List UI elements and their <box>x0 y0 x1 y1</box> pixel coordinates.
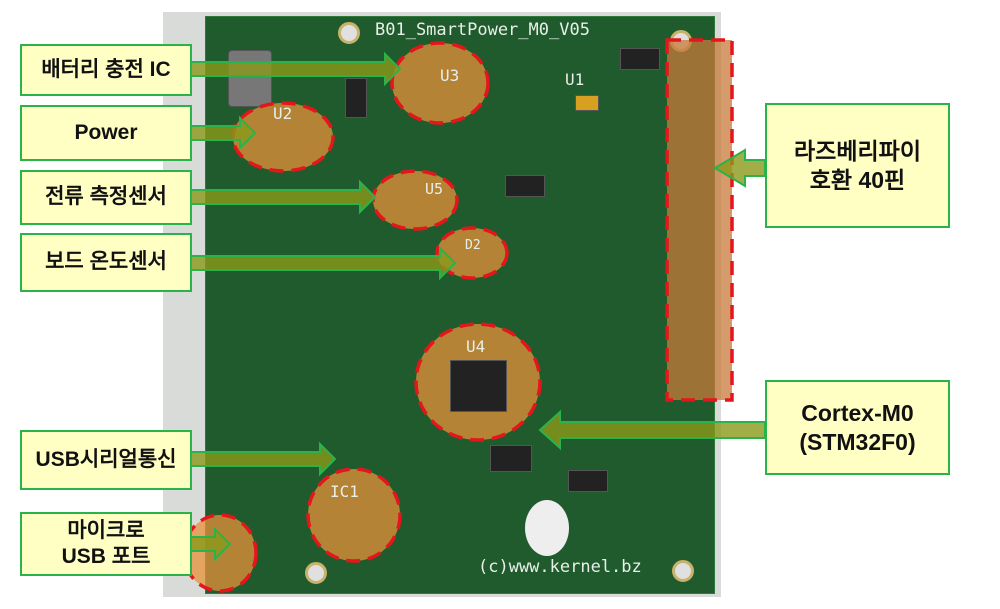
label-u4: U4 <box>466 337 486 356</box>
label-battery-charge-ic: 배터리 충전 IC <box>20 44 192 96</box>
inductor <box>228 50 272 107</box>
label-board-temp-sensor: 보드 온도센서 <box>20 233 192 292</box>
arrow-current <box>189 179 377 215</box>
label-u3: U3 <box>440 66 460 85</box>
label-rpi-header: 라즈베리파이 호환 40핀 <box>765 103 950 228</box>
label-u2: U2 <box>273 104 293 123</box>
board-copyright: (c)www.kernel.bz <box>478 557 642 577</box>
diode-d9 <box>505 175 545 197</box>
mcu-chip <box>450 360 507 412</box>
arrow-header <box>713 148 766 188</box>
arrow-battery <box>189 51 402 87</box>
arrow-mcu <box>538 409 766 451</box>
arrow-temp <box>189 245 457 281</box>
label-ic1: IC1 <box>330 482 359 501</box>
label-u1: U1 <box>565 70 585 89</box>
highlight-u5 <box>371 169 459 231</box>
mount-hole <box>338 22 360 44</box>
arrow-micro-usb <box>189 526 232 562</box>
logo <box>525 500 569 556</box>
highlight-40pin-header <box>665 38 734 402</box>
highlight-d2 <box>435 226 509 280</box>
highlight-u3 <box>390 41 490 125</box>
label-current-sensor: 전류 측정센서 <box>20 170 192 225</box>
label-usb-serial: USB시리얼통신 <box>20 430 192 490</box>
arrow-usb-serial <box>189 441 337 477</box>
mount-hole <box>672 560 694 582</box>
capacitor <box>575 95 599 111</box>
diode-d3 <box>620 48 660 70</box>
diode-d1 <box>345 78 367 118</box>
board-title: B01_SmartPower_M0_V05 <box>375 20 590 40</box>
mount-hole <box>305 562 327 584</box>
crystal-x1 <box>490 445 532 472</box>
label-mcu: Cortex-M0 (STM32F0) <box>765 380 950 475</box>
label-power: Power <box>20 105 192 161</box>
label-u5: U5 <box>425 180 444 198</box>
label-d2: D2 <box>465 238 481 253</box>
arrow-power <box>189 115 257 151</box>
highlight-ic1 <box>306 467 402 563</box>
diode-d10 <box>568 470 608 492</box>
label-micro-usb: 마이크로 USB 포트 <box>20 512 192 576</box>
